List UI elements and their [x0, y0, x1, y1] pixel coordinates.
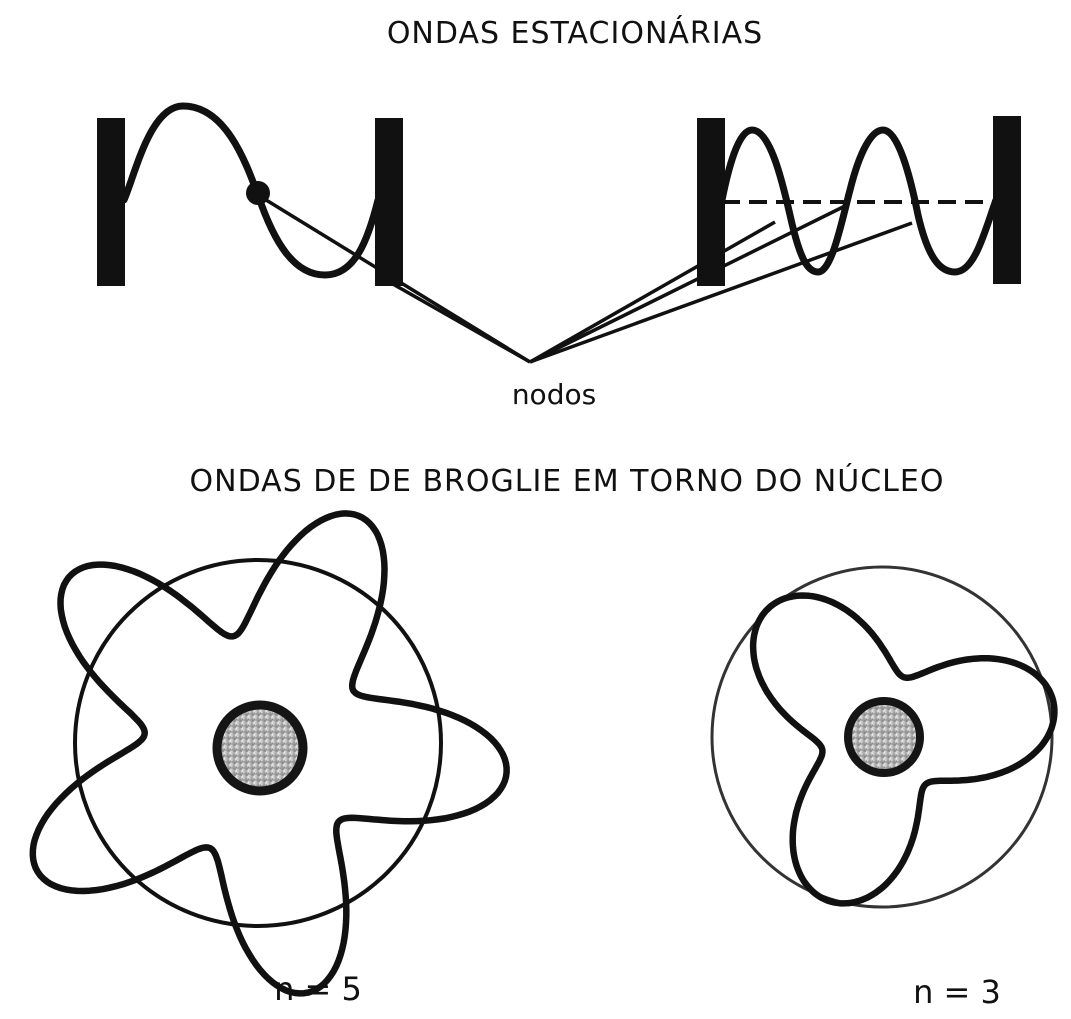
de-broglie-wave-n5 [29, 510, 510, 997]
nodes-label: nodos [512, 378, 596, 411]
orbit-circle-n3 [710, 565, 1054, 909]
orbit-label-n3: n = 3 [913, 973, 1001, 1011]
nucleus-n5 [212, 700, 308, 796]
orbit-circle-n5 [73, 558, 443, 928]
nucleus-n3 [844, 697, 924, 777]
node-pointer-lines [257, 193, 913, 364]
de-broglie-title: ONDAS DE DE BROGLIE EM TORNO DO NÚCLEO [190, 462, 945, 499]
left-string-wall-left [97, 118, 125, 286]
de-broglie-wave-n3 [749, 592, 1058, 907]
right-string-wave [718, 126, 1000, 276]
standing-waves-title: ONDAS ESTACIONÁRIAS [387, 15, 763, 51]
